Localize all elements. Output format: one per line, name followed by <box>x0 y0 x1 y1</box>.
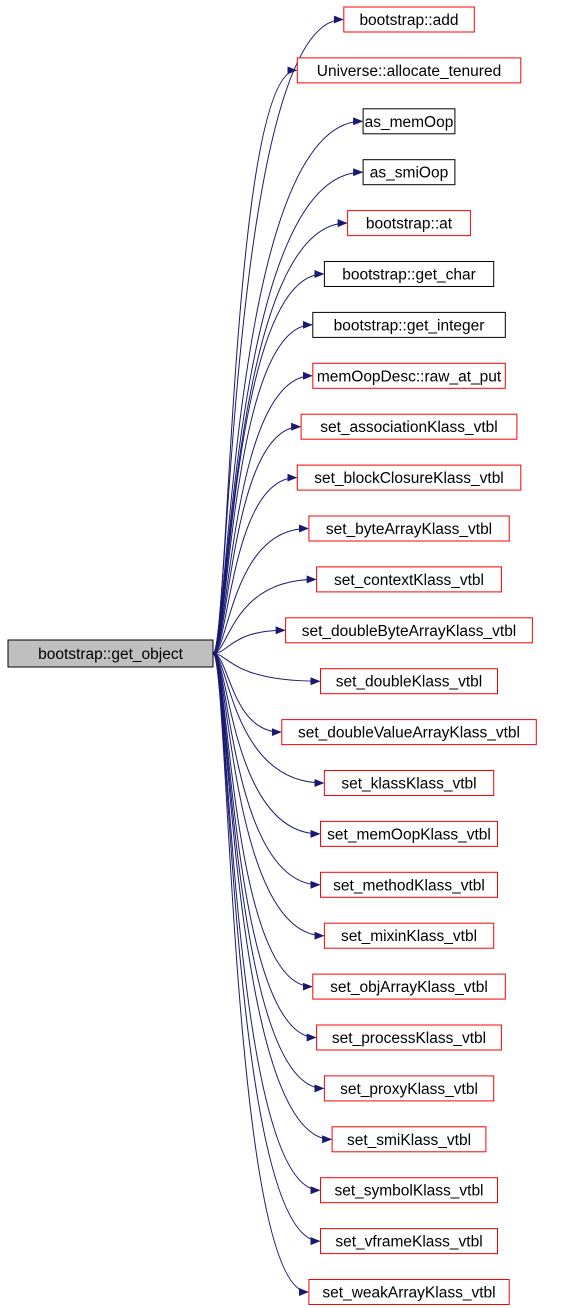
callee-node-label: set_methodKlass_vtbl <box>333 877 485 894</box>
callee-node-label: Universe::allocate_tenured <box>317 63 501 80</box>
call-edge <box>212 320 313 654</box>
callee-node[interactable]: Universe::allocate_tenured <box>296 57 522 84</box>
callee-node-box <box>300 413 518 440</box>
call-edge <box>212 653 309 1296</box>
call-edge <box>212 626 286 654</box>
callee-node-label: set_associationKlass_vtbl <box>320 419 498 436</box>
callee-node[interactable]: set_associationKlass_vtbl <box>300 413 518 440</box>
callee-node[interactable]: set_doubleByteArrayKlass_vtbl <box>285 617 533 644</box>
callee-node-box <box>347 210 471 237</box>
callee-node-label: bootstrap::add <box>359 12 458 29</box>
callee-node-box <box>320 871 498 898</box>
callee-node[interactable]: set_objArrayKlass_vtbl <box>312 973 506 1000</box>
callee-node-label: set_doubleValueArrayKlass_vtbl <box>298 725 520 742</box>
callee-node[interactable]: set_klassKlass_vtbl <box>323 770 495 796</box>
callee-node-box <box>320 820 498 847</box>
root-node-label: bootstrap::get_object <box>38 646 183 663</box>
call-edge <box>212 422 302 654</box>
callee-node-label: set_smiKlass_vtbl <box>347 1132 471 1149</box>
callee-node[interactable]: set_weakArrayKlass_vtbl <box>308 1279 510 1305</box>
callee-node[interactable]: set_byteArrayKlass_vtbl <box>308 515 510 542</box>
callee-node-box <box>281 719 537 746</box>
callee-node-box <box>296 464 522 491</box>
callee-node-box <box>343 6 475 33</box>
call-edge <box>212 575 317 654</box>
call-edge <box>212 653 317 1042</box>
callee-node-label: bootstrap::at <box>366 216 453 233</box>
callee-node[interactable]: as_memOop <box>362 108 456 135</box>
callee-node-label: bootstrap::get_integer <box>334 317 485 334</box>
callee-node[interactable]: set_smiKlass_vtbl <box>331 1126 487 1153</box>
callee-node-box <box>320 668 498 695</box>
callee-node-box <box>312 311 506 338</box>
call-edge <box>212 653 321 838</box>
callee-node-label: set_vframeKlass_vtbl <box>335 1234 482 1251</box>
call-edge <box>212 473 298 654</box>
root-node-box <box>7 639 214 668</box>
callee-node-label: set_blockClosureKlass_vtbl <box>314 470 504 487</box>
callee-node-label: set_symbolKlass_vtbl <box>334 1183 483 1200</box>
root-node[interactable]: bootstrap::get_object <box>7 639 214 668</box>
callee-node-box <box>320 1228 498 1255</box>
callee-node[interactable]: set_symbolKlass_vtbl <box>320 1177 498 1204</box>
callee-node-box <box>362 159 456 186</box>
callee-node-label: set_doubleKlass_vtbl <box>336 674 483 691</box>
callee-node-label: set_byteArrayKlass_vtbl <box>326 521 492 538</box>
callee-node-label: as_memOop <box>365 114 454 131</box>
callee-node-label: set_weakArrayKlass_vtbl <box>322 1285 495 1302</box>
callee-node-box <box>285 617 533 644</box>
callee-node[interactable]: set_vframeKlass_vtbl <box>320 1228 498 1255</box>
callee-node-label: memOopDesc::raw_at_put <box>317 368 502 385</box>
call-edge <box>212 653 321 686</box>
callee-node[interactable]: set_blockClosureKlass_vtbl <box>296 464 522 491</box>
callee-node[interactable]: bootstrap::add <box>343 6 475 33</box>
callee-node[interactable]: set_proxyKlass_vtbl <box>323 1075 495 1102</box>
callee-node[interactable]: set_methodKlass_vtbl <box>320 871 498 898</box>
callee-node-box <box>316 1024 502 1051</box>
callee-node-box <box>312 362 506 389</box>
callee-node[interactable]: bootstrap::get_char <box>323 261 495 287</box>
callee-node[interactable]: set_processKlass_vtbl <box>316 1024 502 1051</box>
callee-node[interactable]: set_mixinKlass_vtbl <box>323 922 495 949</box>
callee-node[interactable]: set_memOopKlass_vtbl <box>320 820 498 847</box>
callee-node-label: set_memOopKlass_vtbl <box>327 826 491 843</box>
callee-node-box <box>323 1075 495 1102</box>
callee-node-box <box>312 973 506 1000</box>
callee-node[interactable]: set_contextKlass_vtbl <box>316 566 502 593</box>
callee-node-box <box>323 922 495 949</box>
callee-node[interactable]: as_smiOop <box>362 159 456 186</box>
callee-node-box <box>323 261 495 287</box>
call-edge <box>212 653 325 787</box>
callee-node-box <box>320 1177 498 1204</box>
callee-node[interactable]: set_doubleKlass_vtbl <box>320 668 498 695</box>
callee-node-box <box>323 770 495 796</box>
call-edge <box>212 653 325 1093</box>
callee-node-label: set_proxyKlass_vtbl <box>340 1081 478 1098</box>
call-edges <box>212 15 364 1296</box>
call-edge <box>212 66 298 654</box>
callee-node[interactable]: set_doubleValueArrayKlass_vtbl <box>281 719 537 746</box>
callee-node-label: set_doubleByteArrayKlass_vtbl <box>302 623 517 640</box>
callee-node-label: set_processKlass_vtbl <box>332 1030 486 1047</box>
callee-node-box <box>316 566 502 593</box>
callee-node-box <box>296 57 522 84</box>
callee-node-box <box>308 515 510 542</box>
graph-nodes: bootstrap::get_object bootstrap::addUniv… <box>7 6 537 1305</box>
callee-node-label: set_objArrayKlass_vtbl <box>330 979 488 996</box>
callee-node-label: as_smiOop <box>370 165 448 182</box>
callee-node-box <box>308 1279 510 1305</box>
callee-node-label: bootstrap::get_char <box>342 267 476 284</box>
call-edge <box>212 524 309 654</box>
callee-node-box <box>362 108 456 135</box>
callee-node[interactable]: bootstrap::get_integer <box>312 311 506 338</box>
callee-node-label: set_mixinKlass_vtbl <box>341 928 477 945</box>
callee-node-label: set_klassKlass_vtbl <box>341 776 476 793</box>
callee-node-label: set_contextKlass_vtbl <box>334 572 484 589</box>
call-edge <box>212 653 282 737</box>
callee-node[interactable]: memOopDesc::raw_at_put <box>312 362 506 389</box>
callee-node[interactable]: bootstrap::at <box>347 210 471 237</box>
call-edge <box>212 371 313 654</box>
callee-node-box <box>331 1126 487 1153</box>
